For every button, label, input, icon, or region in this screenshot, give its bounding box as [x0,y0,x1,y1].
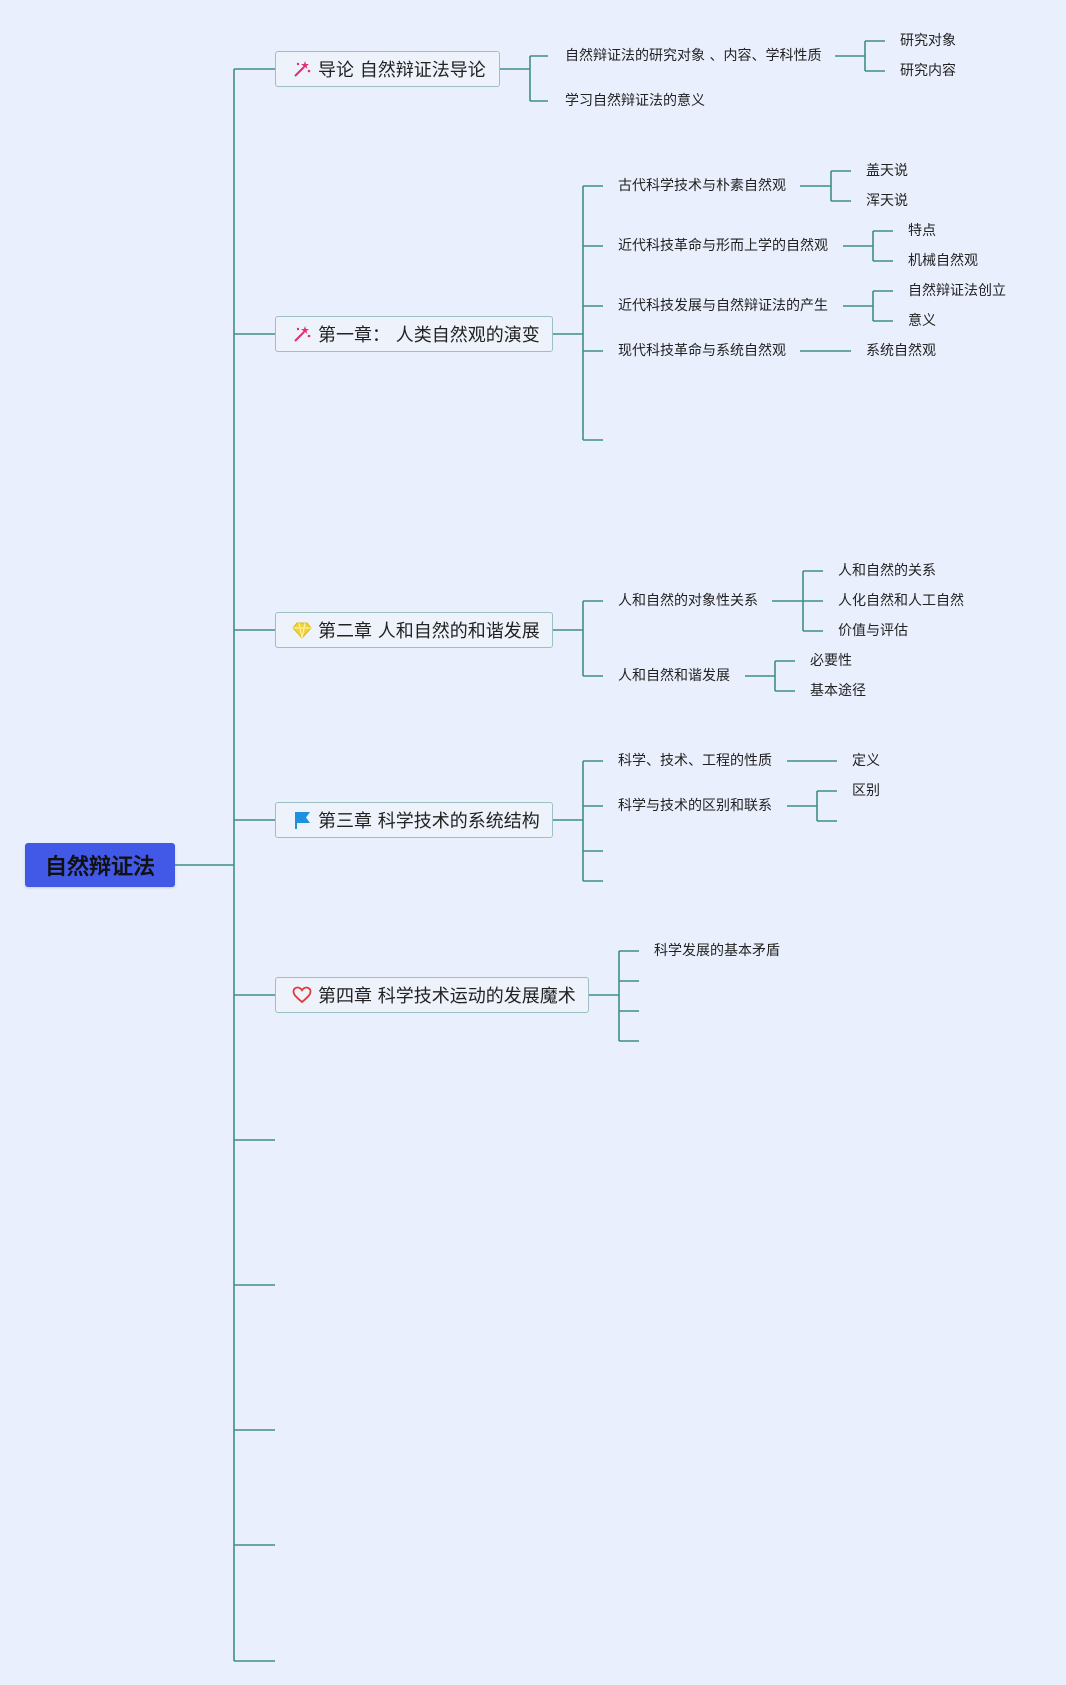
chapter-label: 第二章 人和自然的和谐发展 [318,621,540,642]
chapter-node-2[interactable]: 第二章 人和自然的和谐发展 [275,612,553,648]
subtopic-node[interactable]: 价值与评估 [838,623,908,639]
chapter-node-3[interactable]: 第三章 科学技术的系统结构 [275,802,553,838]
topic-node[interactable]: 近代科技发展与自然辩证法的产生 [618,298,828,314]
subtopic-node[interactable]: 系统自然观 [866,343,936,359]
chapter-label: 第三章 科学技术的系统结构 [318,811,540,832]
topic-node[interactable]: 科学发展的基本矛盾 [654,943,780,959]
subtopic-node[interactable]: 自然辩证法创立 [908,283,1006,299]
magic-wand-icon [292,59,312,79]
chapter-label: 第一章： 人类自然观的演变 [318,325,540,346]
subtopic-node[interactable]: 人和自然的关系 [838,563,936,579]
flag-icon [292,810,312,830]
topic-node[interactable]: 自然辩证法的研究对象 、内容、学科性质 [565,48,822,64]
subtopic-node[interactable]: 意义 [908,313,936,329]
chapter-node-1[interactable]: 第一章： 人类自然观的演变 [275,316,553,352]
subtopic-node[interactable]: 盖天说 [866,163,908,179]
topic-node[interactable]: 学习自然辩证法的意义 [565,93,705,109]
root-node-label: 自然辩证法 [44,855,155,880]
topic-node[interactable]: 人和自然和谐发展 [618,668,730,684]
chapter-node-4[interactable]: 第四章 科学技术运动的发展魔术 [275,977,589,1013]
subtopic-node[interactable]: 区别 [852,783,880,799]
topic-node[interactable]: 人和自然的对象性关系 [618,593,758,609]
root-node[interactable]: 自然辩证法 [25,843,175,887]
subtopic-node[interactable]: 特点 [908,223,936,239]
subtopic-node[interactable]: 人化自然和人工自然 [838,593,964,609]
subtopic-node[interactable]: 必要性 [810,653,852,669]
diamond-icon [292,620,312,640]
subtopic-node[interactable]: 研究内容 [900,63,956,79]
subtopic-node[interactable]: 定义 [852,753,880,769]
subtopic-node[interactable]: 基本途径 [810,683,866,699]
subtopic-node[interactable]: 机械自然观 [908,253,978,269]
subtopic-node[interactable]: 浑天说 [866,193,908,209]
topic-node[interactable]: 现代科技革命与系统自然观 [618,343,786,359]
topic-node[interactable]: 古代科学技术与朴素自然观 [618,178,786,194]
heart-icon [292,985,312,1005]
topic-node[interactable]: 科学与技术的区别和联系 [618,798,772,814]
magic-wand-icon [292,324,312,344]
topic-node[interactable]: 近代科技革命与形而上学的自然观 [618,238,828,254]
chapter-node-intro[interactable]: 导论 自然辩证法导论 [275,51,500,87]
chapter-label: 导论 自然辩证法导论 [318,60,486,81]
subtopic-node[interactable]: 研究对象 [900,33,956,49]
chapter-label: 第四章 科学技术运动的发展魔术 [318,986,576,1007]
topic-node[interactable]: 科学、技术、工程的性质 [618,753,772,769]
